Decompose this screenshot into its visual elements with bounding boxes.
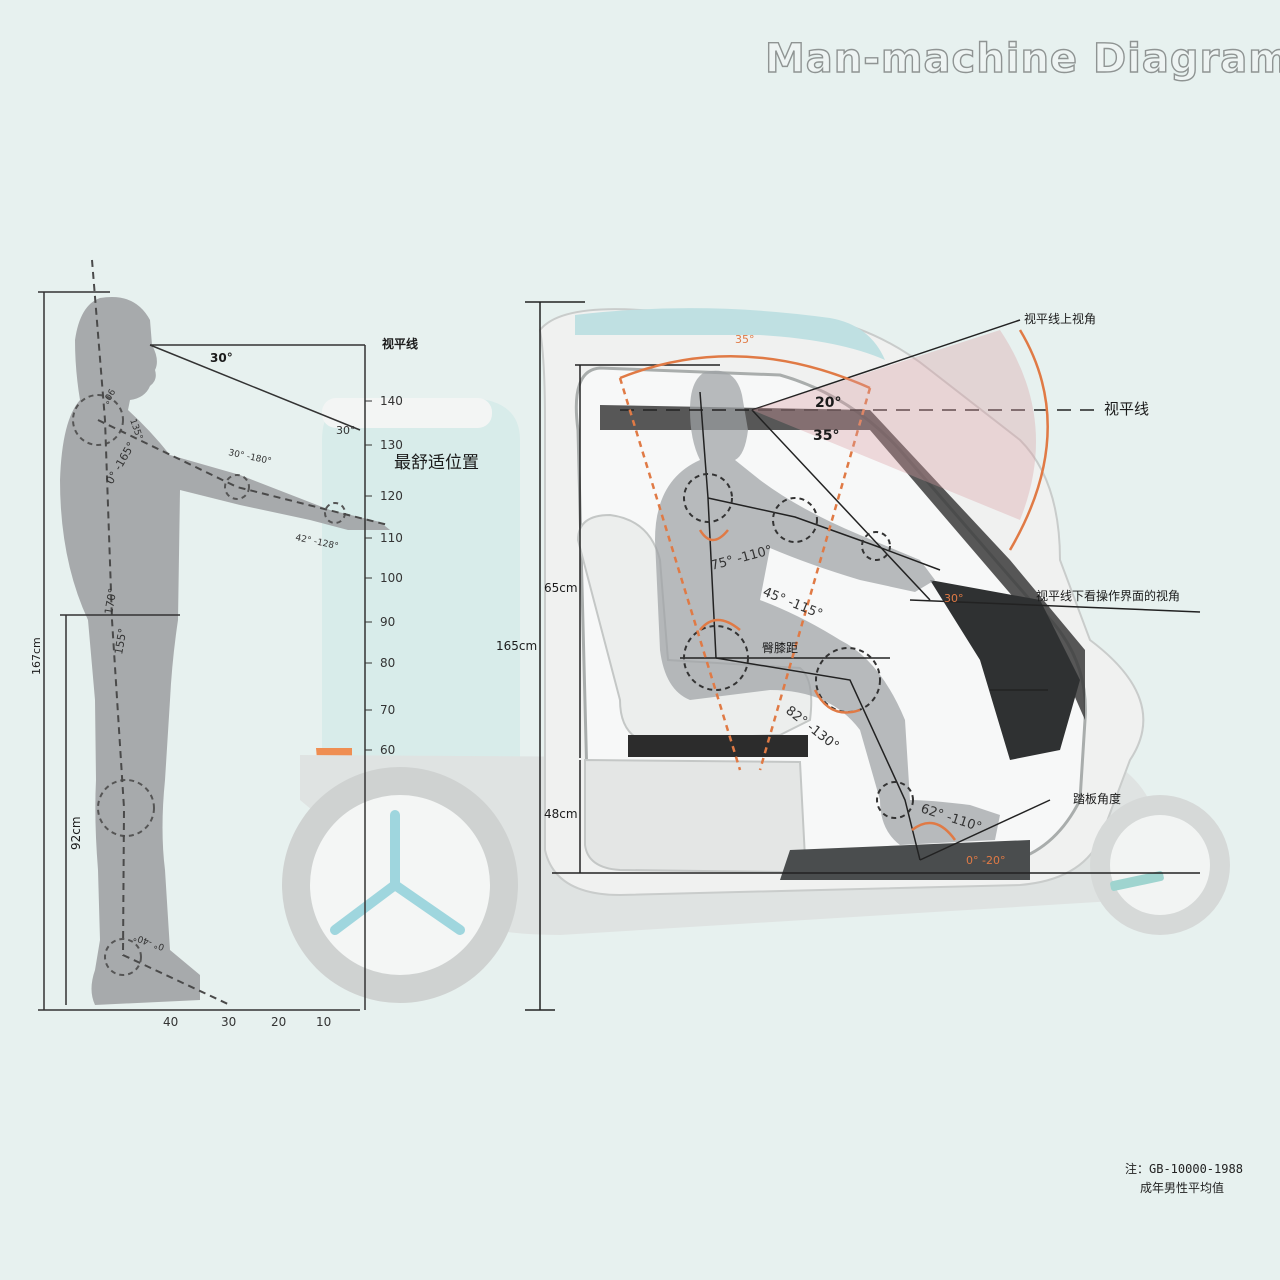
front-fender-light [1110,871,1164,891]
scale-tick-label: 140 [380,394,403,408]
pedal-angle-label: 踏板角度 [1073,791,1121,806]
floor-pedal [780,840,1030,880]
hip-angle-label: 170° [102,587,119,615]
orange-arcs [618,329,1049,841]
rear-cargo-box [322,398,520,760]
upper-view-line [751,319,1021,411]
lower-view-leader [909,599,1201,613]
scale-tick-label: 130 [380,438,403,452]
top-35-arc [619,355,871,390]
lower-view-label: 视平线下看操作界面的视角 [1036,588,1180,603]
angle-35-label: 35° [813,428,839,444]
arm-axis [97,419,389,526]
standing-dimensions [38,291,366,1011]
scale-tick-label: 60 [380,743,395,757]
knee-angle-label: 155° [112,627,129,655]
dim-165-label: 165cm [496,639,537,653]
seat-box [584,758,807,874]
seated-ankle-circle [876,781,914,819]
body-axis [91,259,231,1006]
pedal-line [919,799,1051,861]
ankle-arc [911,821,957,841]
floor-scale: 40 30 20 10 [163,1015,331,1029]
seated-body-silhouette [655,370,1000,845]
ankle-joint-circle [104,938,142,976]
scale-tick-label: 100 [380,571,403,585]
shoulder-joint-circle [72,394,124,446]
lower-view-line [751,409,931,601]
leg-height-label: 92cm [69,816,83,850]
roof-glass [575,308,885,360]
floor-tick-label: 30 [221,1015,236,1029]
standard-note: 注：GB-10000-1988 [1125,1161,1243,1176]
scale-tick-label: 70 [380,703,395,717]
elbow-joint-circle [224,474,250,500]
arm-skeleton [707,497,941,571]
standing-eye-line-label: 视平线 [382,336,418,351]
angle-30-label: 30° [944,592,964,605]
floor-tick-label: 20 [271,1015,286,1029]
dim-48-label: 48cm [544,807,578,821]
wrist-joint-circle [324,502,346,524]
height-scale: 140 130 120 110 100 90 80 70 60 [365,394,403,757]
knee-joint-circle [97,779,155,837]
seat-base [628,735,808,757]
dim-65-label: 65cm [544,581,578,595]
hip-arc [699,618,741,631]
seated-eye-line-label: 视平线 [1104,400,1149,418]
total-height-label: 167cm [30,637,43,675]
upper-view-arc [1008,329,1049,551]
seated-joints [683,473,914,819]
seated-elbow-circle [772,497,818,543]
dashboard [930,580,1080,760]
floor-tick-label: 10 [316,1015,331,1029]
seated-knee-circle [815,647,881,713]
angle-20-label: 20° [815,395,841,411]
elbow-angle-label: 30° -180° [227,448,272,467]
seated-wrist-circle [861,531,891,561]
standard-note-2: 成年男性平均值 [1140,1180,1224,1195]
standing-body-silhouette [60,296,390,1005]
standing-small-angle: 30° [336,424,356,437]
scale-tick-label: 120 [380,489,403,503]
upper-view-label: 视平线上视角 [1024,311,1096,326]
floor-tick-label: 40 [163,1015,178,1029]
seated-shoulder-circle [683,473,733,523]
diagram-title: Man-machine Diagram [765,36,1280,82]
view-cone-left [618,377,742,771]
upper-view-fan [752,330,1036,520]
seated-hip-circle [683,625,749,691]
front-wheel-hub [1110,815,1210,915]
standing-person [60,259,390,1006]
view-cone-right [758,387,872,771]
vehicle [282,308,1230,1003]
rear-wheel-spokes [330,810,465,935]
pedal-angle-value: 0° -20° [966,854,1005,867]
cabin-roof-interior [600,405,1085,720]
scale-tick-label: 90 [380,615,395,629]
scale-tick-label: 80 [380,656,395,670]
eye-down-line [149,344,361,431]
knee-distance-label: 臀膝距 [762,641,798,655]
top-35-label: 35° [735,333,755,346]
seated-driver [655,370,1000,845]
shoulder-arc [698,529,729,542]
scale-tick-label: 110 [380,531,403,545]
seated-dimensions [525,301,1201,1011]
comfort-position-label: 最舒适位置 [394,453,479,473]
knee-arc [813,689,861,714]
standing-eye-angle: 30° [210,351,233,365]
